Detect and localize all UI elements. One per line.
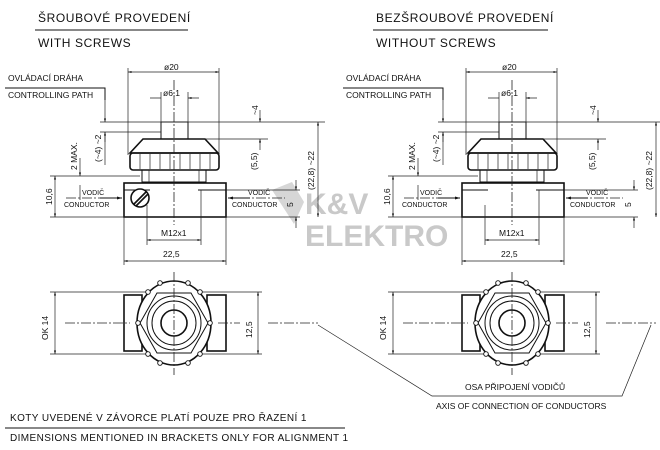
with-screws-view: ŠROUBOVÉ PROVEDENÍ WITH SCREWS (35, 10, 325, 375)
dim-228: (22,8) ~22 (306, 151, 316, 190)
conductor-label-en: CONDUCTOR (64, 202, 109, 209)
axis-connection-note: OSA PŘIPOJENÍ VODIČŮ AXIS OF CONNECTION … (317, 324, 652, 411)
axis-note-cz: OSA PŘIPOJENÍ VODIČŮ (465, 381, 565, 392)
svg-text:ELEKTRO: ELEKTRO (305, 220, 448, 253)
dim-106: 10,6 (382, 188, 392, 205)
footer-note: KOTY UVEDENÉ V ZÁVORCE PLATÍ POUZE PRO Ř… (5, 411, 349, 444)
dim-approx4: ~4 (250, 105, 260, 115)
svg-text:K&V: K&V (305, 188, 368, 221)
title-cz: ŠROUBOVÉ PROVEDENÍ (38, 10, 191, 25)
path-label-cz: OVLÁDACÍ DRÁHA (346, 73, 421, 83)
conductor-label-cz: VODIČ (82, 188, 104, 197)
conductor-label-cz: VODIČ (420, 188, 442, 197)
dim-thread: M12x1 (499, 228, 525, 238)
dim-106: 10,6 (44, 188, 54, 205)
conductor-label-en: CONDUCTOR (570, 202, 615, 209)
path-label-en: CONTROLLING PATH (346, 90, 431, 100)
conductor-label-en: CONDUCTOR (232, 202, 277, 209)
dim-d20: ø20 (164, 62, 179, 72)
dim-125: 12,5 (244, 321, 254, 338)
dim-approx4: ~4 (588, 105, 598, 115)
dim-228: (22,8) ~22 (644, 151, 654, 190)
dim-55: (5,5) (249, 152, 259, 170)
dim-5: 5 (285, 202, 295, 207)
path-label-cz: OVLÁDACÍ DRÁHA (8, 73, 83, 83)
conductor-label-en: CONDUCTOR (402, 202, 447, 209)
title-en: WITHOUT SCREWS (376, 36, 496, 50)
dim-max2: 2 MAX. (69, 142, 79, 170)
dim-55: (5,5) (587, 152, 597, 170)
left-labels: OVLÁDACÍ DRÁHA CONTROLLING PATH ø20 ø6,1… (5, 62, 316, 340)
dim-max2: 2 MAX. (407, 142, 417, 170)
dim-ok14: OK 14 (40, 316, 50, 340)
path-label-en: CONTROLLING PATH (8, 90, 93, 100)
conductor-label-cz: VODIČ (248, 188, 270, 197)
axis-note-en: AXIS OF CONNECTION OF CONDUCTORS (436, 401, 607, 411)
dim-125: 12,5 (582, 321, 592, 338)
dim-225: 22,5 (501, 249, 518, 259)
dim-ok14: OK 14 (378, 316, 388, 340)
dim-225: 22,5 (163, 249, 180, 259)
footer-cz: KOTY UVEDENÉ V ZÁVORCE PLATÍ POUZE PRO Ř… (10, 411, 307, 424)
dim-d61: ø6,1 (163, 88, 180, 98)
dim-d20: ø20 (502, 62, 517, 72)
right-labels: OVLÁDACÍ DRÁHA CONTROLLING PATH ø20 ø6,1… (343, 62, 654, 340)
dim-d61: ø6,1 (501, 88, 518, 98)
dim-approx2: (~4) ~2 (431, 134, 441, 162)
conductor-label-cz: VODIČ (586, 188, 608, 197)
watermark-logo: K&V ELEKTRO (272, 182, 448, 253)
dim-approx2: (~4) ~2 (93, 134, 103, 162)
title-cz: BEZŠROUBOVÉ PROVEDENÍ (376, 10, 554, 25)
dim-thread: M12x1 (161, 228, 187, 238)
screw-icon (130, 188, 150, 208)
footer-en: DIMENSIONS MENTIONED IN BRACKETS ONLY FO… (10, 433, 349, 444)
dim-5: 5 (623, 202, 633, 207)
without-screws-view: BEZŠROUBOVÉ PROVEDENÍ WITHOUT SCREWS (373, 10, 660, 375)
title-en: WITH SCREWS (38, 36, 131, 50)
